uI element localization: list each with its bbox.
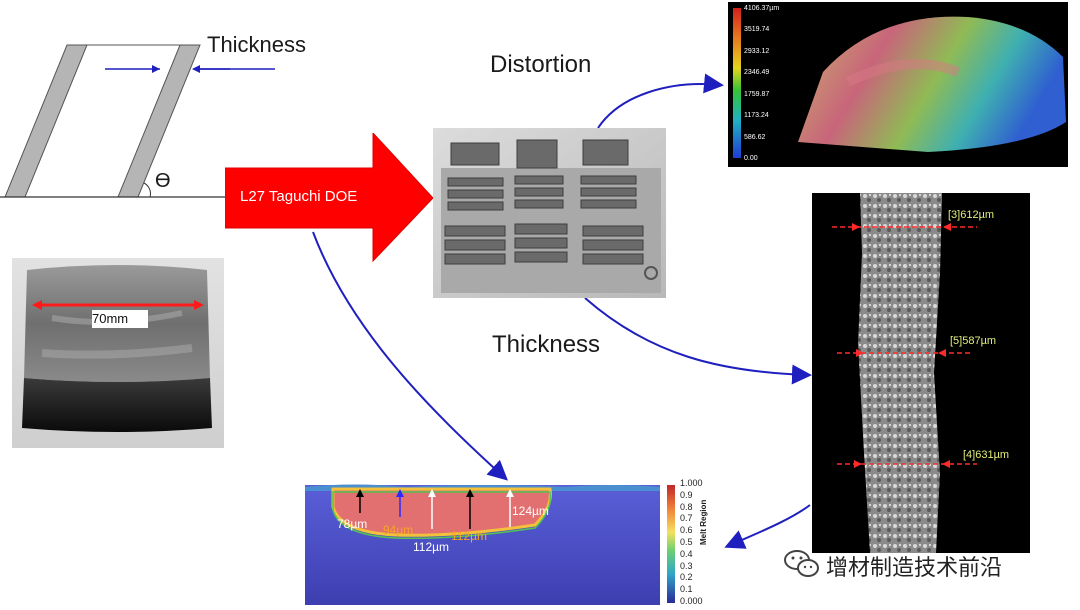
melt-colorbar-tick: 0.5 (680, 537, 693, 547)
thickness-measurement-bottom: [4]631µm (963, 449, 1010, 461)
distortion-colorbar-tick: 3519.74 (744, 26, 770, 34)
cross-section-micrograph (812, 193, 1030, 553)
distortion-map (728, 2, 1068, 167)
melt-colorbar-tick: 1.000 (680, 478, 703, 488)
distortion-colorbar-ticks: 4106.37µm 3519.74 2933.12 2346.49 1759.87 117… (744, 5, 804, 165)
melt-colorbar-tick: 0.6 (680, 525, 693, 536)
photo-part (12, 258, 224, 448)
thickness-measurement-top: [3]612µm (948, 209, 995, 221)
distortion-colorbar-tick: 0.00 (744, 155, 758, 162)
thickness-label: Thickness (492, 331, 601, 358)
wall-left (4, 44, 88, 198)
melt-pool-shape (331, 487, 552, 537)
distortion-label: Distortion (490, 51, 592, 78)
arrow-section-to-melt (724, 504, 811, 549)
arrow-to-melt-pool (312, 231, 508, 481)
melt-colorbar-tick: 0.4 (680, 548, 693, 559)
melt-colorbar-title: Melt Region (699, 499, 708, 545)
melt-depth-label: 78µm (337, 517, 368, 531)
melt-colorbar-tick: 0.9 (680, 489, 693, 500)
distortion-colorbar-tick: 586.62 (744, 133, 766, 141)
angle-arc (143, 182, 151, 198)
wall-schematic (0, 44, 230, 198)
distortion-colorbar-tick: 4106.37µm (744, 5, 780, 12)
melt-depth-label: 124µm (512, 504, 549, 518)
doe-label: L27 Taguchi DOE (240, 188, 358, 205)
schematic-thickness-label: Thickness (207, 32, 307, 57)
thickness-measurement-middle: [5]587µm (950, 335, 997, 347)
melt-colorbar-tick: 0.2 (680, 572, 693, 583)
distortion-colorbar-tick: 2346.49 (744, 69, 770, 77)
melt-colorbar-tick: 0.000 (680, 596, 703, 606)
melt-depth-label: 94µm (383, 523, 414, 537)
melt-colorbar-tick: 0.1 (680, 584, 693, 595)
photo-build-plate (433, 128, 666, 298)
melt-colorbar-tick: 0.7 (680, 513, 693, 524)
melt-pool-simulation (305, 484, 675, 605)
distortion-colorbar-tick: 1173.24 (744, 112, 769, 120)
watermark-text: 增材制造技术前沿 (826, 556, 1003, 581)
dimension-label: 70mm (92, 311, 129, 326)
angle-symbol: ϴ (155, 170, 171, 192)
melt-depth-label: 112µm (413, 540, 450, 554)
arrow-to-cross-section (584, 297, 812, 385)
doe-arrow (225, 133, 434, 263)
arrow-to-distortion (597, 73, 724, 129)
melt-depth-label: 112µm (451, 529, 488, 543)
wechat-icon (784, 550, 819, 577)
melt-colorbar-tick: 0.8 (680, 501, 693, 512)
distortion-colorbar-tick: 2933.12 (744, 47, 770, 55)
melt-colorbar-tick: 0.3 (680, 560, 693, 571)
distortion-colorbar-tick: 1759.87 (744, 90, 770, 98)
